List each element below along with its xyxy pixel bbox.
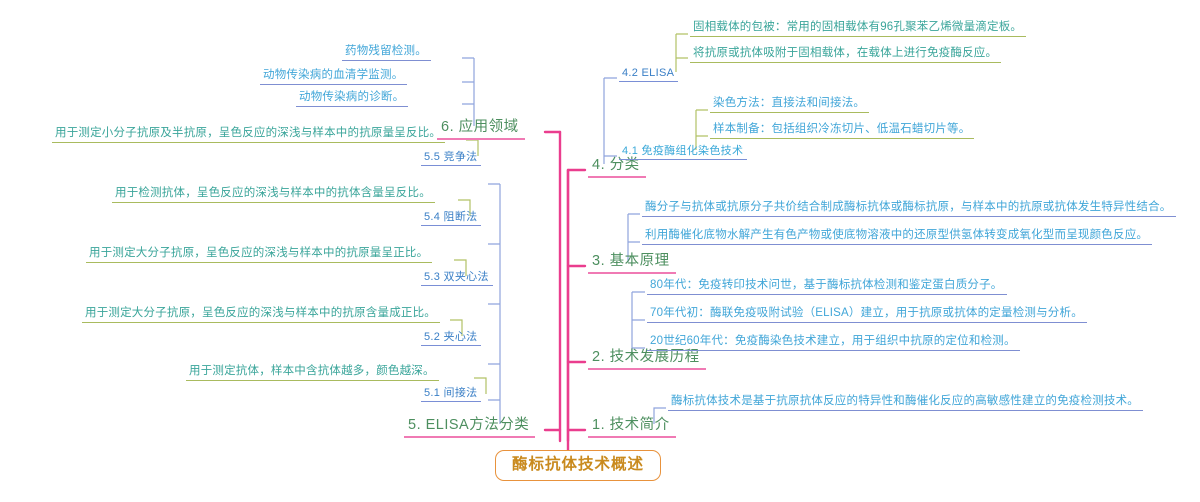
leaf-5-2-1[interactable]: 用于测定大分子抗原，呈色反应的深浅与样本中的抗原含量成正比。 <box>82 307 440 323</box>
subbranch-4-1-label[interactable]: 4.1 免疫酶组化染色技术 <box>619 146 748 160</box>
subbranch-5-5-label[interactable]: 5.5 竞争法 <box>421 152 482 166</box>
branch-5-label[interactable]: 5. ELISA方法分类 <box>404 418 536 438</box>
subbranch-5-3-label[interactable]: 5.3 双夹心法 <box>421 272 493 286</box>
subbranch-5-1-label[interactable]: 5.1 间接法 <box>421 388 482 402</box>
leaf-6-2[interactable]: 动物传染病的血清学监测。 <box>260 69 408 85</box>
leaf-5-4-1[interactable]: 用于检测抗体，呈色反应的深浅与样本中的抗体含量呈反比。 <box>112 187 435 203</box>
leaf-2-3[interactable]: 20世纪60年代：免疫酶染色技术建立，用于组织中抗原的定位和检测。 <box>647 335 1020 351</box>
branch-6-label[interactable]: 6. 应用领域 <box>437 120 525 140</box>
leaf-5-1-1[interactable]: 用于测定抗体，样本中含抗体越多，颜色越深。 <box>186 365 439 381</box>
subbranch-5-4-label[interactable]: 5.4 阻断法 <box>421 212 482 226</box>
branch-2-label[interactable]: 2. 技术发展历程 <box>588 350 706 370</box>
leaf-5-3-1[interactable]: 用于测定大分子抗原，呈色反应的深浅与样本中的抗原量呈正比。 <box>86 247 433 263</box>
leaf-6-1[interactable]: 动物传染病的诊断。 <box>296 91 409 107</box>
leaf-2-1[interactable]: 80年代：免疫转印技术问世，基于酶标抗体检测和鉴定蛋白质分子。 <box>647 279 1007 295</box>
leaf-1-1[interactable]: 酶标抗体技术是基于抗原抗体反应的特异性和酶催化反应的高敏感性建立的免疫检测技术。 <box>668 395 1143 411</box>
leaf-3-2[interactable]: 利用酶催化底物水解产生有色产物或使底物溶液中的还原型供氢体转变成氧化型而呈现颜色… <box>642 229 1153 245</box>
leaf-4-1-1[interactable]: 染色方法：直接法和间接法。 <box>710 97 870 113</box>
subbranch-4-2-label[interactable]: 4.2 ELISA <box>619 68 679 82</box>
leaf-3-1[interactable]: 酶分子与抗体或抗原分子共价结合制成酶标抗体或酶标抗原，与样本中的抗原或抗体发生特… <box>642 201 1176 217</box>
branch-4-label[interactable]: 4. 分类 <box>588 158 646 178</box>
leaf-6-3[interactable]: 药物残留检测。 <box>342 45 431 61</box>
subbranch-5-2-label[interactable]: 5.2 夹心法 <box>421 332 482 346</box>
central-topic[interactable]: 酶标抗体技术概述 <box>495 450 662 481</box>
branch-1-label[interactable]: 1. 技术简介 <box>588 418 676 438</box>
leaf-4-1-2[interactable]: 样本制备：包括组织冷冻切片、低温石蜡切片等。 <box>710 123 975 139</box>
branch-3-label[interactable]: 3. 基本原理 <box>588 254 676 274</box>
leaf-4-2-2[interactable]: 将抗原或抗体吸附于固相载体，在载体上进行免疫酶反应。 <box>690 47 1002 63</box>
leaf-5-5-1[interactable]: 用于测定小分子抗原及半抗原，呈色反应的深浅与样本中的抗原量呈反比。 <box>52 127 446 143</box>
leaf-4-2-1[interactable]: 固相载体的包被：常用的固相载体有96孔聚苯乙烯微量滴定板。 <box>690 21 1027 37</box>
leaf-2-2[interactable]: 70年代初：酶联免疫吸附试验（ELISA）建立，用于抗原或抗体的定量检测与分析。 <box>647 307 1087 323</box>
